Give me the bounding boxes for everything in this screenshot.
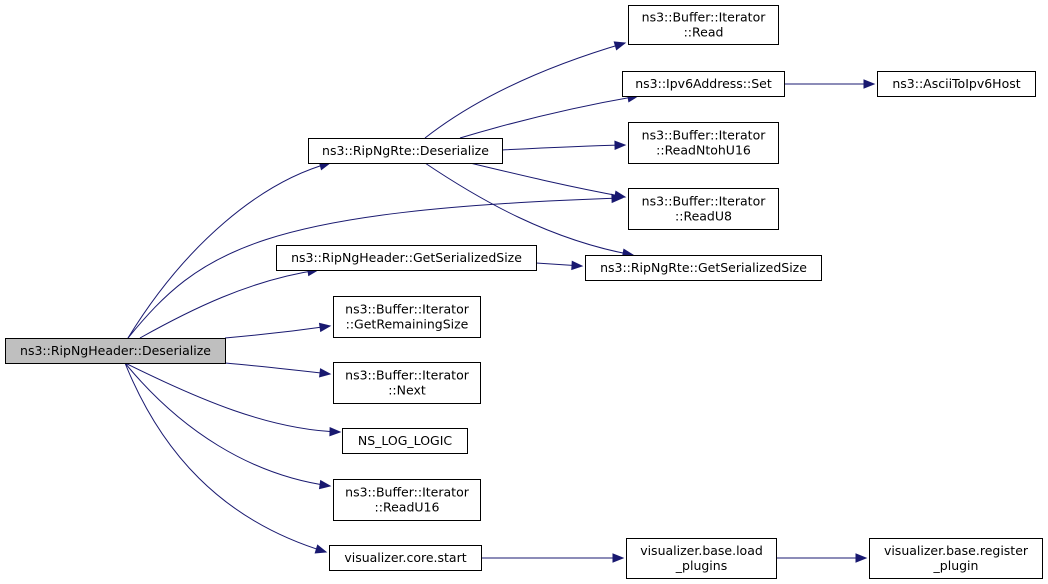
node-readu16-label-1: ::ReadU16 [375,500,440,515]
edge-rte_deser-to-readu8 [469,162,626,198]
node-ntoh-box [628,122,779,164]
node-ascii-box [877,71,1036,97]
node-next[interactable]: ns3::Buffer::Iterator::Next [333,362,481,404]
node-ascii-label-0: ns3::AsciiToIpv6Host [892,76,1020,91]
edge-root-to-readu8 [127,197,623,339]
arrowhead-vis_start-to-load [612,553,625,563]
edge-root-to-rte_deser [127,162,331,339]
node-readu16-box [333,479,481,521]
edge-rte_deser-to-ntoh [501,144,626,151]
node-rte_deser-label-0: ns3::RipNgRte::Deserialize [322,143,489,158]
node-read-box [628,5,779,45]
node-readu8[interactable]: ns3::Buffer::Iterator::ReadU8 [628,188,779,230]
edge-root-to-hdr_size [139,269,319,339]
arrowhead-hdr_size-to-rte_size [571,260,584,271]
edge-root-to-next [224,362,331,375]
node-root-label-0: ns3::RipNgHeader::Deserialize [20,343,211,358]
node-log-label-0: NS_LOG_LOGIC [358,433,453,448]
node-next-box [333,362,481,404]
node-hdr_size-box [276,245,537,271]
node-readu8-label-1: ::ReadU8 [675,209,732,224]
edge-rte_deser-to-ipv6set [459,95,639,139]
node-load[interactable]: visualizer.base.load_plugins [626,538,777,579]
edge-rte_deser-to-rte_size [424,162,634,256]
node-vis_start[interactable]: visualizer.core.start [329,545,482,571]
arrowhead-root-to-readu16 [318,479,332,490]
node-rte_deser-box [308,138,503,164]
node-hdr_size[interactable]: ns3::RipNgHeader::GetSerializedSize [276,245,537,271]
node-remaining[interactable]: ns3::Buffer::Iterator::GetRemainingSize [333,296,481,338]
node-rte_size-label-0: ns3::RipNgRte::GetSerializedSize [600,260,807,275]
node-ntoh-label-1: ::ReadNtohU16 [656,143,751,158]
node-register-label-1: _plugin [933,558,979,573]
node-root[interactable]: ns3::RipNgHeader::Deserialize [5,338,226,364]
node-readu16[interactable]: ns3::Buffer::Iterator::ReadU16 [333,479,481,521]
node-read-label-0: ns3::Buffer::Iterator [642,10,767,25]
edge-rte_deser-to-read [424,42,626,139]
arrowhead-ipv6set-to-ascii [863,79,876,89]
node-log-box [342,428,468,454]
node-hdr_size-label-0: ns3::RipNgHeader::GetSerializedSize [291,250,522,265]
arrowhead-rte_deser-to-readu8 [613,190,627,200]
node-readu16-label-0: ns3::Buffer::Iterator [345,485,470,500]
node-register[interactable]: visualizer.base.register_plugin [869,538,1043,579]
arrowhead-root-to-next [319,368,332,378]
node-remaining-label-0: ns3::Buffer::Iterator [345,302,470,317]
arrowhead-rte_deser-to-ntoh [614,140,627,150]
node-ntoh[interactable]: ns3::Buffer::Iterator::ReadNtohU16 [628,122,779,164]
node-load-label-0: visualizer.base.load [640,543,763,558]
node-vis_start-label-0: visualizer.core.start [344,550,466,565]
edge-root-to-remaining [224,325,331,339]
node-register-label-0: visualizer.base.register [884,543,1029,558]
node-register-box [869,538,1043,579]
node-next-label-0: ns3::Buffer::Iterator [345,368,470,383]
node-load-box [626,538,777,579]
edge-root-to-vis_start [124,362,327,553]
node-ipv6set[interactable]: ns3::Ipv6Address::Set [622,71,785,97]
node-remaining-box [333,296,481,338]
node-root-box [5,338,226,364]
node-rte_deser[interactable]: ns3::RipNgRte::Deserialize [308,138,503,164]
edge-root-to-log [124,362,341,433]
arrowhead-load-to-register [855,553,868,563]
arrowhead-root-to-vis_start [314,544,328,554]
node-read[interactable]: ns3::Buffer::Iterator::Read [628,5,779,45]
node-rte_size[interactable]: ns3::RipNgRte::GetSerializedSize [585,255,822,281]
nodes-layer: ns3::RipNgHeader::Deserialize ns3::RipNgR… [5,5,1043,579]
edge-root-to-readu16 [124,362,331,487]
node-ntoh-label-0: ns3::Buffer::Iterator [642,128,767,143]
node-next-label-1: ::Next [388,383,426,398]
node-ipv6set-label-0: ns3::Ipv6Address::Set [635,76,772,91]
arrowhead-root-to-remaining [318,322,332,333]
node-load-label-1: _plugins [675,558,727,573]
arrowhead-root-to-log [329,426,342,437]
node-readu8-box [628,188,779,230]
node-rte_size-box [585,255,822,281]
node-ipv6set-box [622,71,785,97]
node-read-label-1: ::Read [684,25,724,40]
node-vis_start-box [329,545,482,571]
node-readu8-label-0: ns3::Buffer::Iterator [642,194,767,209]
node-ascii[interactable]: ns3::AsciiToIpv6Host [877,71,1036,97]
arrowhead-rte_deser-to-read [613,41,627,51]
node-log[interactable]: NS_LOG_LOGIC [342,428,468,454]
edges-layer [124,41,876,563]
node-remaining-label-1: ::GetRemainingSize [346,317,469,332]
